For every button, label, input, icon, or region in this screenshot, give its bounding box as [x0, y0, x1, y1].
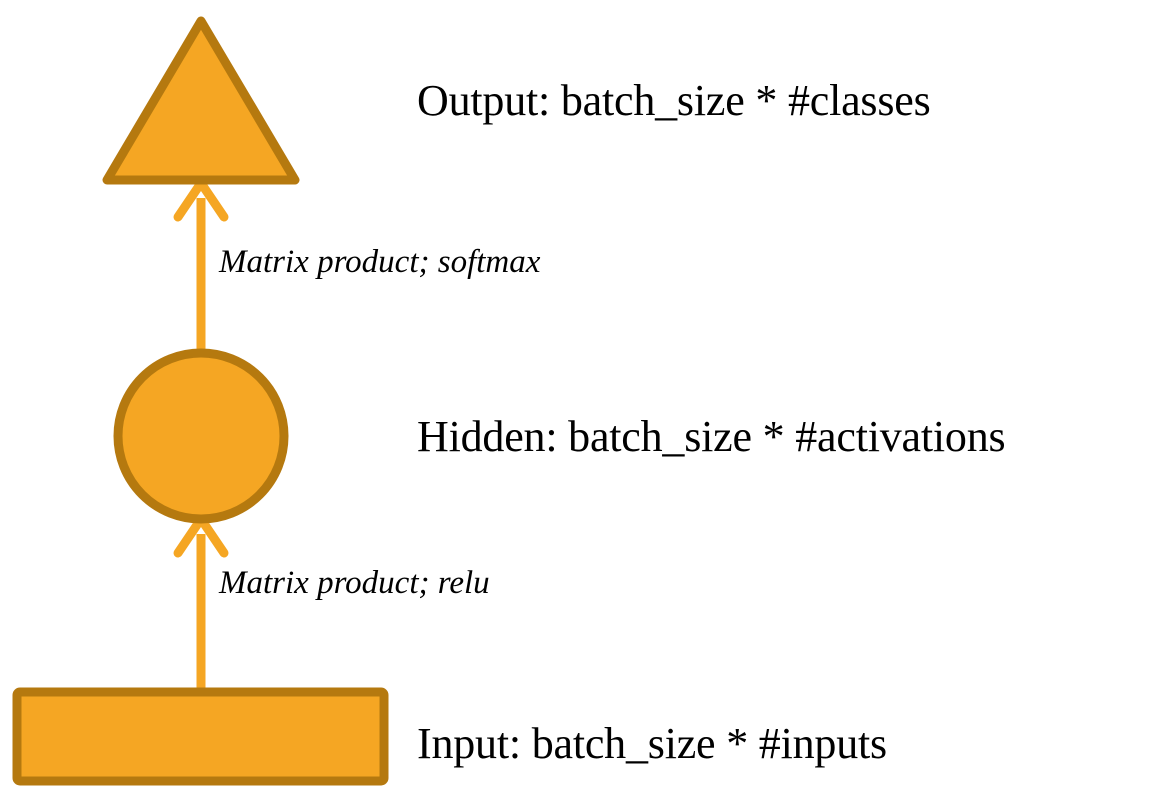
- edge-label-input-to-hidden: Matrix product; relu: [219, 565, 490, 601]
- arrow-head-right-barb: [196, 178, 229, 222]
- input-layer-label: Input: batch_size * #inputs: [417, 719, 887, 768]
- arrow-head-right-barb: [196, 514, 229, 558]
- arrow-head-left-barb: [173, 178, 206, 222]
- circle-node-icon[interactable]: [113, 348, 289, 524]
- edge-input-to-hidden-arrow: [173, 514, 229, 690]
- hidden-layer-label: Hidden: batch_size * #activations: [417, 412, 1006, 461]
- rectangle-node-icon[interactable]: [12, 687, 389, 786]
- arrow-head-left-barb: [173, 514, 206, 558]
- edge-label-hidden-to-output: Matrix product; softmax: [219, 244, 541, 280]
- output-layer-label: Output: batch_size * #classes: [417, 76, 931, 125]
- triangle-node-icon[interactable]: [102, 16, 300, 185]
